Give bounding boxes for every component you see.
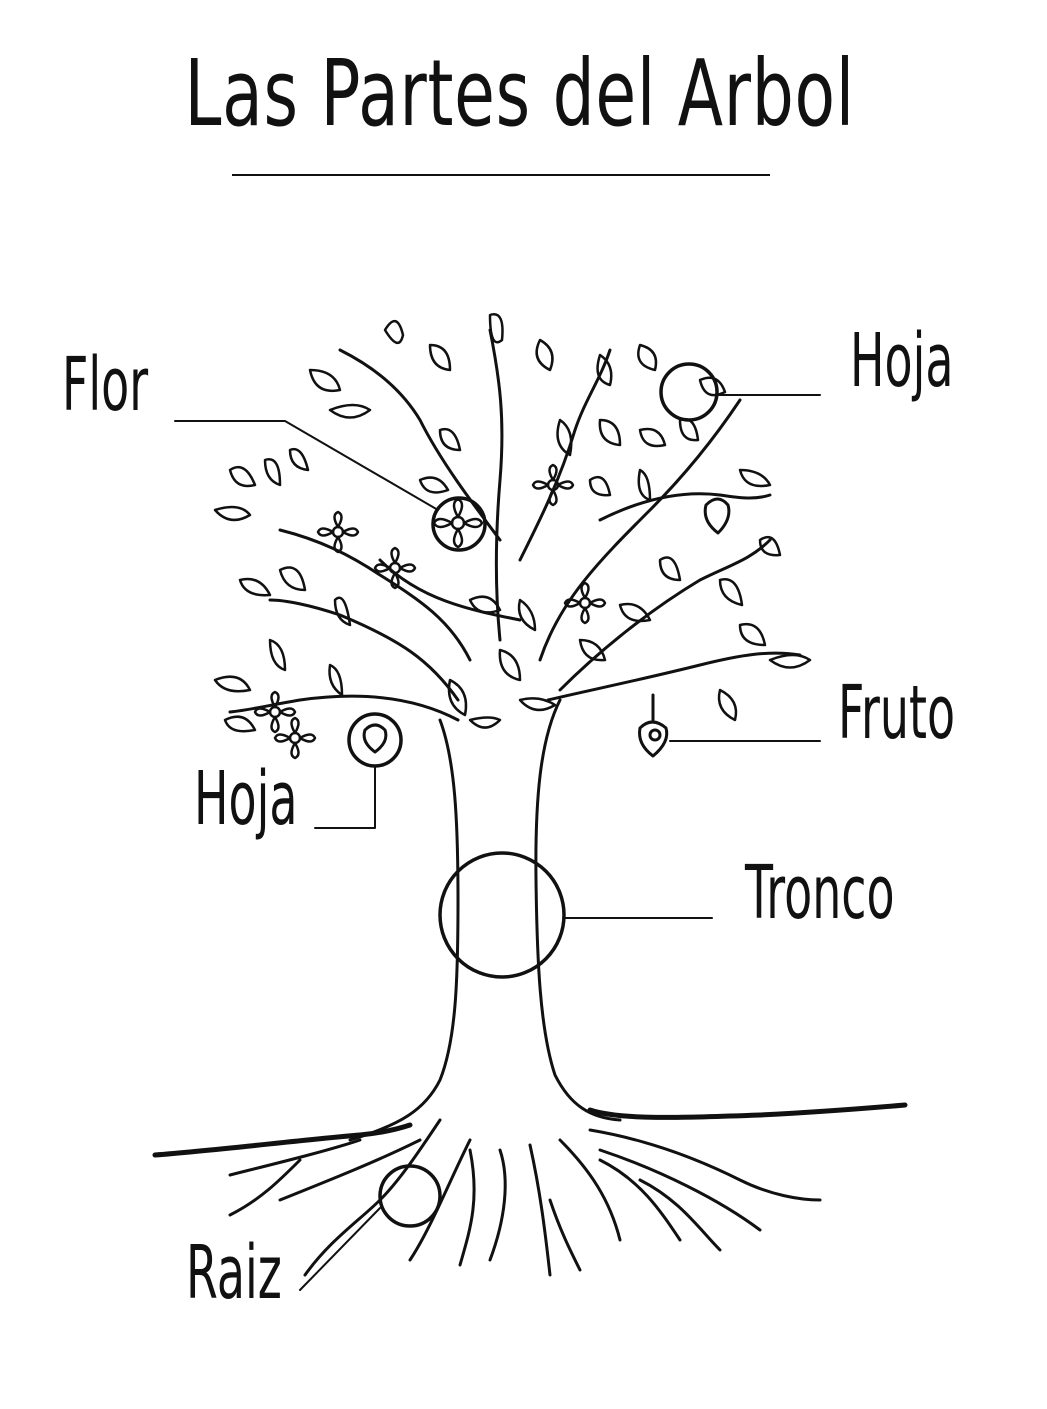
ground: [152, 1102, 908, 1158]
highlight-circles: [347, 362, 719, 1228]
raiz-circle: [378, 1164, 442, 1228]
flor-circle: [431, 496, 487, 552]
raiz-leader-line: [299, 1207, 381, 1291]
label-flor: Flor: [62, 342, 149, 428]
tronco-circle: [438, 851, 566, 979]
fruits: [362, 497, 731, 758]
flor-leader-line: [174, 420, 439, 511]
label-fruto: Fruto: [838, 670, 956, 756]
branches: [228, 328, 802, 722]
leaves: [213, 313, 812, 733]
label-raiz: Raiz: [186, 1230, 282, 1316]
label-tronco: Tronco: [745, 850, 895, 936]
label-hoja-left: Hoja: [194, 756, 298, 842]
trunk: [348, 698, 622, 1142]
roots: [228, 1118, 822, 1277]
title-underline: [232, 174, 770, 176]
page-title: Las Partes del Arbol: [184, 40, 855, 147]
leader-lines: [174, 394, 821, 1291]
hoja-top-circle: [659, 362, 719, 422]
hoja-left-circle: [347, 712, 403, 768]
label-hoja-top: Hoja: [850, 318, 954, 404]
hoja-left-leader-line: [314, 765, 376, 829]
